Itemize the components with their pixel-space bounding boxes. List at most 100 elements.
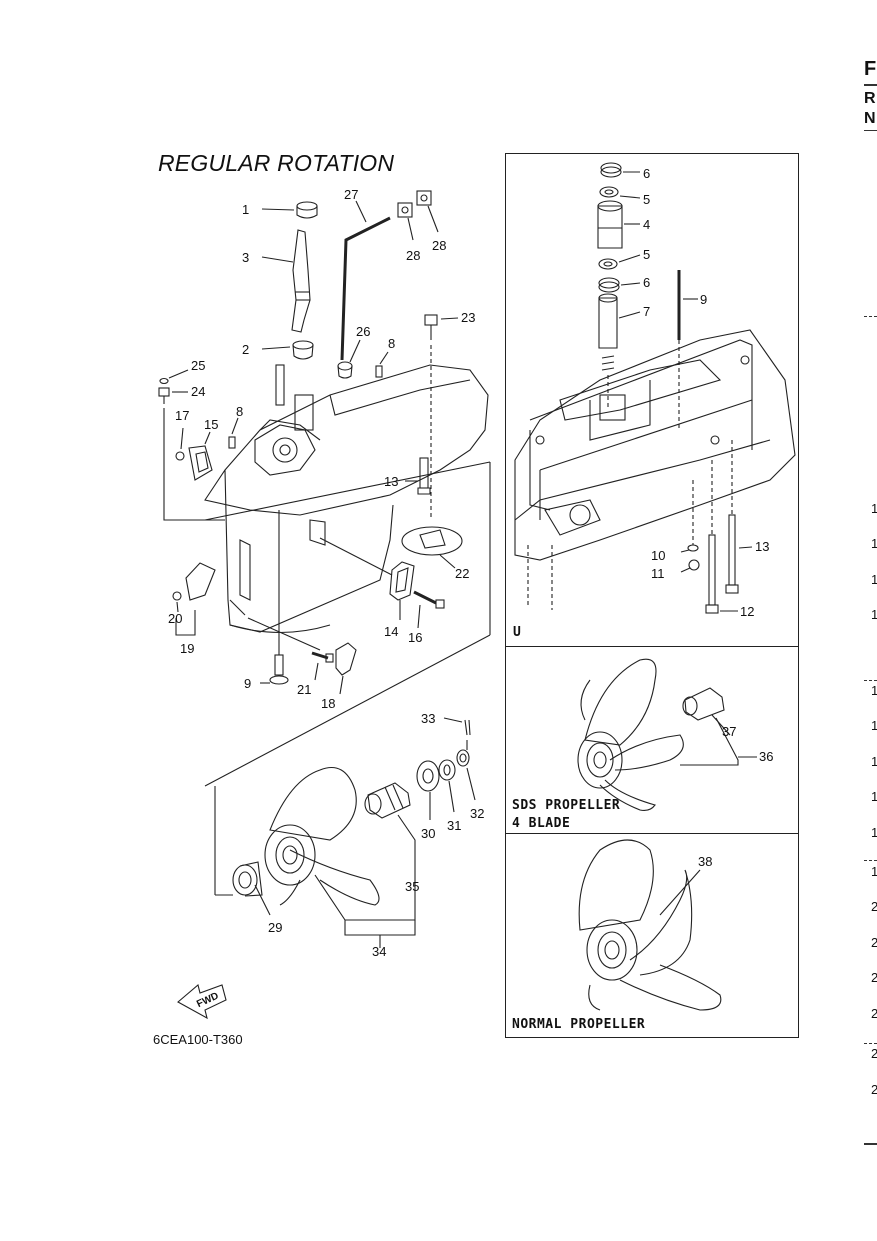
edge-number: 1 xyxy=(871,607,877,622)
callout: 31 xyxy=(447,818,461,833)
callout: 32 xyxy=(470,806,484,821)
edge-number: 2 xyxy=(871,1046,877,1061)
callout: 25 xyxy=(191,358,205,373)
part-25-washer xyxy=(159,377,169,385)
sds-part-37-bushing xyxy=(682,687,725,721)
callout: 26 xyxy=(356,324,370,339)
callout: 9 xyxy=(700,292,707,307)
callout: 29 xyxy=(268,920,282,935)
part-30-spacer xyxy=(416,760,440,792)
upper-part-4 xyxy=(597,200,623,249)
edge-number: 2 xyxy=(871,970,877,985)
part-1-seal xyxy=(296,201,318,219)
callout: 15 xyxy=(204,417,218,432)
callouts-main: 1 3 27 28 28 23 2 26 8 25 24 17 15 8 13 … xyxy=(168,187,484,959)
edge-number: 2 xyxy=(871,899,877,914)
edge-number: 2 xyxy=(871,1006,877,1021)
edge-number: 1 xyxy=(871,864,877,879)
edge-rule xyxy=(864,680,877,681)
part-13-bolt xyxy=(417,457,431,495)
edge-letter: R xyxy=(864,90,876,107)
callout: 6 xyxy=(643,275,650,290)
callout: 5 xyxy=(643,192,650,207)
upper-part-10-washer xyxy=(687,544,699,552)
part-35-bushing xyxy=(364,782,411,819)
edge-number: 1 xyxy=(871,683,877,698)
upper-part-7 xyxy=(598,293,618,349)
edge-rule xyxy=(864,1143,877,1145)
callout: 17 xyxy=(175,408,189,423)
callout: 19 xyxy=(180,641,194,656)
edge-number: 1 xyxy=(871,572,877,587)
part-32-nut xyxy=(456,749,470,767)
callouts-sds: 37 36 xyxy=(722,724,773,764)
edge-letter: N xyxy=(864,110,876,127)
callout: 33 xyxy=(421,711,435,726)
callout: 35 xyxy=(405,879,419,894)
upper-part-12-bolt xyxy=(705,534,719,614)
callout: 28 xyxy=(432,238,446,253)
part-23-bolt xyxy=(424,314,438,340)
normal-propeller-label: NORMAL PROPELLER xyxy=(512,1017,646,1032)
callout: 21 xyxy=(297,682,311,697)
callout: 1 xyxy=(242,202,249,217)
diagram-code: 6CEA100-T360 xyxy=(153,1032,243,1047)
fwd-arrow-icon xyxy=(177,984,227,1020)
upper-casing xyxy=(514,329,796,561)
part-21-bolt xyxy=(311,651,334,663)
edge-number: 1 xyxy=(871,536,877,551)
callout: 2 xyxy=(242,342,249,357)
part-19-trim-tab xyxy=(185,562,216,601)
callout: 4 xyxy=(643,217,650,232)
callout: 7 xyxy=(643,304,650,319)
upper-part-5b xyxy=(598,258,618,270)
sds-label-line1: SDS PROPELLER xyxy=(512,798,621,813)
callouts-upper: 6 5 4 5 6 9 7 10 11 13 12 xyxy=(643,166,769,619)
upper-part-5 xyxy=(599,186,619,198)
part-28-clips xyxy=(397,190,432,218)
callout: 18 xyxy=(321,696,335,711)
callout: 13 xyxy=(755,539,769,554)
callout: 37 xyxy=(722,724,736,739)
upper-part-13-bolt xyxy=(725,514,739,594)
callout: 36 xyxy=(759,749,773,764)
callout: 27 xyxy=(344,187,358,202)
edge-number: 1 xyxy=(871,501,877,516)
part-34-propeller xyxy=(264,766,380,906)
part-31-washer xyxy=(438,759,456,781)
edge-rule xyxy=(864,860,877,861)
part-14-cover xyxy=(389,561,415,601)
part-9-bolt xyxy=(269,654,289,685)
callout: 24 xyxy=(191,384,205,399)
callout: 34 xyxy=(372,944,386,959)
edge-rule xyxy=(864,84,877,86)
edge-number: 1 xyxy=(871,789,877,804)
callout: 8 xyxy=(388,336,395,351)
edge-number: 1 xyxy=(871,718,877,733)
part-18-plate xyxy=(335,642,357,676)
callout: 22 xyxy=(455,566,469,581)
callout: 30 xyxy=(421,826,435,841)
sds-label-line2: 4 BLADE xyxy=(512,816,571,831)
upper-unit-label: U xyxy=(513,625,522,640)
part-16-bolt xyxy=(413,590,445,609)
edge-rule xyxy=(864,130,877,131)
part-20-nut xyxy=(172,591,182,601)
part-33-cotter-pin xyxy=(464,719,471,736)
callout: 12 xyxy=(740,604,754,619)
callout: 10 xyxy=(651,548,665,563)
callout: 8 xyxy=(236,404,243,419)
upper-part-6b xyxy=(598,277,620,293)
callout: 20 xyxy=(168,611,182,626)
upper-part-6 xyxy=(600,162,622,178)
edge-rule xyxy=(864,316,877,317)
callout: 9 xyxy=(244,676,251,691)
part-3-water-tube xyxy=(291,229,311,333)
callout: 16 xyxy=(408,630,422,645)
page-title: REGULAR ROTATION xyxy=(158,150,395,176)
upper-part-11-nut xyxy=(688,559,700,571)
edge-number: 1 xyxy=(871,825,877,840)
part-26-grommet xyxy=(337,361,353,379)
edge-number: 2 xyxy=(871,935,877,950)
